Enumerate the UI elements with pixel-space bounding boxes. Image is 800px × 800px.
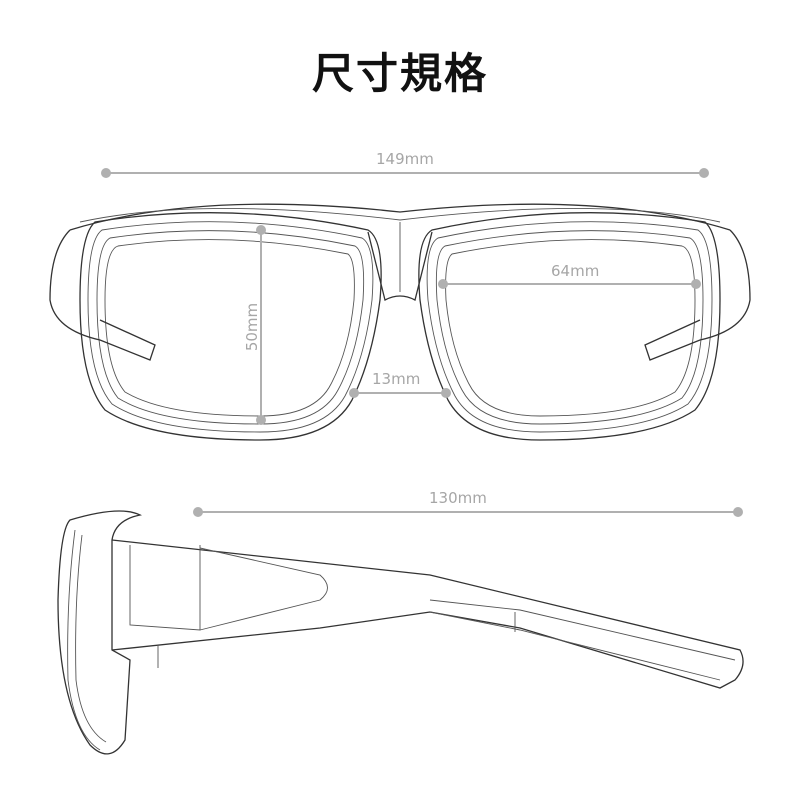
dimension-130mm xyxy=(193,507,743,517)
page-title: 尺寸規格 xyxy=(311,49,488,98)
dimension-149mm xyxy=(101,168,709,178)
front-view-drawing xyxy=(49,203,751,441)
dimension-13mm xyxy=(349,388,451,398)
lens-height-label: 50mm xyxy=(243,302,262,352)
dimension-50mm xyxy=(256,225,266,425)
bridge-width-label: 13mm xyxy=(372,370,421,388)
temple-length-label: 130mm xyxy=(429,489,487,507)
overall-width-label: 149mm xyxy=(376,150,434,168)
dimension-64mm xyxy=(438,279,701,289)
lens-width-label: 64mm xyxy=(551,262,600,280)
side-view-drawing xyxy=(57,510,744,755)
